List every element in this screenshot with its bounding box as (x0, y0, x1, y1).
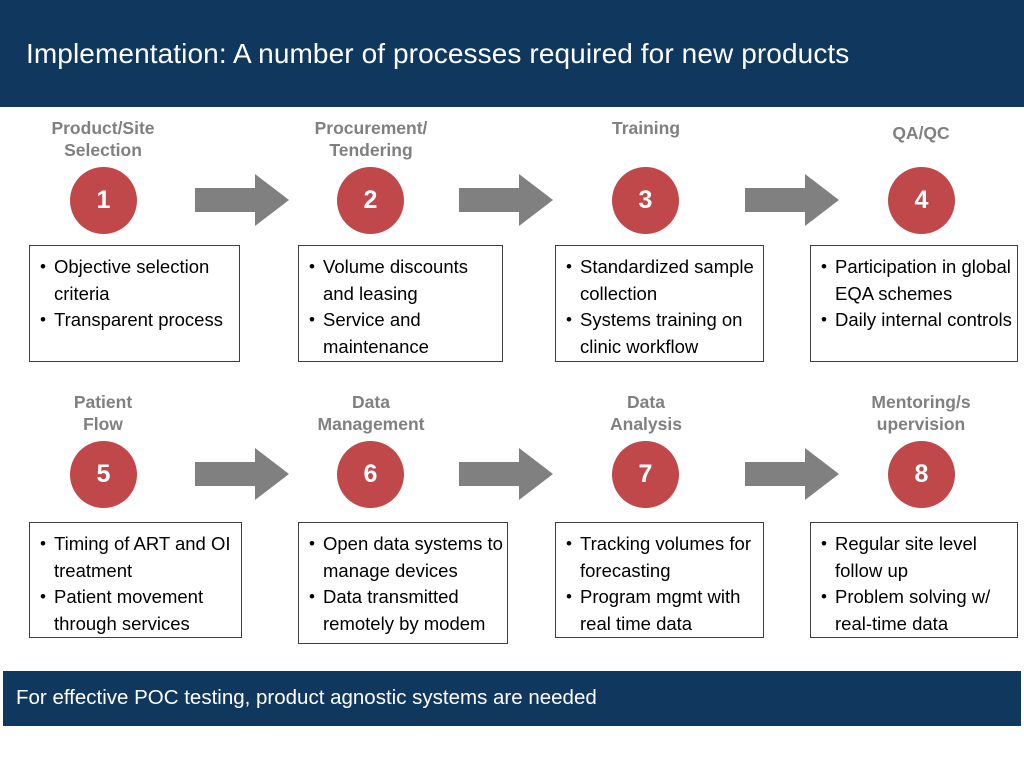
list-item: Timing of ART and OI treatment (40, 531, 240, 584)
arrow-right-icon-5 (459, 448, 553, 500)
bullet-list-3: Standardized sample collection Systems t… (566, 254, 758, 360)
list-item: Open data systems to manage devices (309, 531, 509, 584)
bullet-list-1: Objective selection criteria Transparent… (40, 254, 246, 334)
arrow-right-icon-1 (195, 174, 289, 226)
step-circle-1[interactable]: 1 (70, 167, 137, 234)
list-item: Objective selection criteria (40, 254, 246, 307)
bullet-list-5: Timing of ART and OI treatment Patient m… (40, 531, 240, 637)
list-item: Tracking volumes for forecasting (566, 531, 766, 584)
step-number-3: 3 (638, 186, 653, 214)
bullet-list-2: Volume discounts and leasing Service and… (309, 254, 494, 360)
step-number-6: 6 (363, 460, 378, 488)
list-item: Service and maintenance (309, 307, 494, 360)
step-label-2: Procurement/ Tendering (314, 118, 428, 160)
list-item: Daily internal controls (821, 307, 1021, 334)
step-label-4: QA/QC (892, 123, 950, 143)
step-label-1: Product/Site Selection (51, 118, 155, 160)
bullet-list-4: Participation in global EQA schemes Dail… (821, 254, 1021, 334)
bullet-list-7: Tracking volumes for forecasting Program… (566, 531, 766, 637)
step-number-1: 1 (96, 186, 111, 214)
step-label-5: Patient Flow (73, 392, 133, 434)
step-circle-8[interactable]: 8 (888, 441, 955, 508)
step-circle-3[interactable]: 3 (612, 167, 679, 234)
step-circle-4[interactable]: 4 (888, 167, 955, 234)
list-item: Volume discounts and leasing (309, 254, 494, 307)
step-number-8: 8 (914, 460, 929, 488)
list-item: Regular site level follow up (821, 531, 1019, 584)
bullet-list-6: Open data systems to manage devices Data… (309, 531, 509, 637)
step-label-6: Data Management (317, 392, 425, 434)
footer-text: For effective POC testing, product agnos… (16, 686, 597, 709)
step-circle-7[interactable]: 7 (612, 441, 679, 508)
arrow-right-icon-3 (745, 174, 839, 226)
step-circle-6[interactable]: 6 (337, 441, 404, 508)
bullet-list-8: Regular site level follow up Problem sol… (821, 531, 1019, 637)
arrow-right-icon-4 (195, 448, 289, 500)
footer-banner: For effective POC testing, product agnos… (3, 671, 1021, 726)
step-number-7: 7 (638, 460, 653, 488)
list-item: Transparent process (40, 307, 246, 334)
slide-header: Implementation: A number of processes re… (0, 0, 1024, 107)
step-label-3: Training (611, 118, 681, 138)
list-item: Patient movement through services (40, 584, 240, 637)
list-item: Program mgmt with real time data (566, 584, 766, 637)
list-item: Systems training on clinic workflow (566, 307, 758, 360)
list-item: Participation in global EQA schemes (821, 254, 1021, 307)
step-label-7: Data Analysis (610, 392, 682, 434)
step-label-8: Mentoring/s upervision (871, 392, 971, 434)
list-item: Problem solving w/ real-time data (821, 584, 1019, 637)
step-number-5: 5 (96, 460, 111, 488)
step-number-2: 2 (363, 186, 378, 214)
arrow-right-icon-6 (745, 448, 839, 500)
step-circle-2[interactable]: 2 (337, 167, 404, 234)
arrow-right-icon-2 (459, 174, 553, 226)
list-item: Standardized sample collection (566, 254, 758, 307)
step-number-4: 4 (914, 186, 929, 214)
list-item: Data transmitted remotely by modem (309, 584, 509, 637)
page-title: Implementation: A number of processes re… (26, 38, 850, 69)
step-circle-5[interactable]: 5 (70, 441, 137, 508)
